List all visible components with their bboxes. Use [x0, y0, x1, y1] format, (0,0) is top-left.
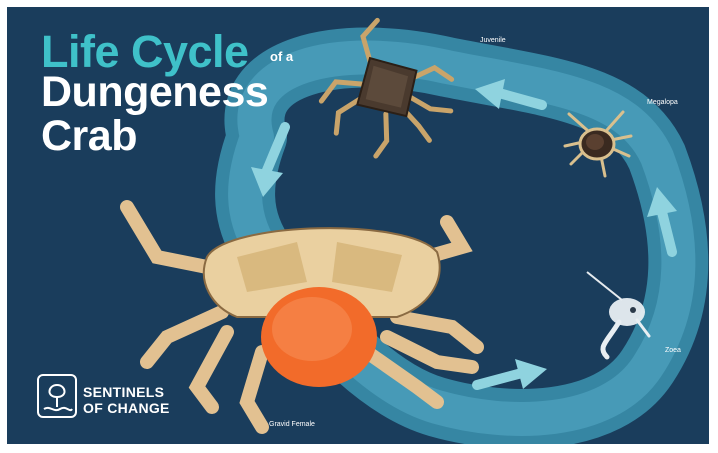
logo-text-line-1: SENTINELS: [83, 385, 164, 399]
stage-label-zoea: Zoea: [665, 347, 681, 354]
stage-label-gravid-female: Gravid Female: [269, 421, 315, 428]
title-line-2: Dungeness: [41, 70, 268, 114]
stage-label-megalopa: Megalopa: [647, 99, 678, 106]
stage-label-juvenile: Juvenile: [480, 37, 506, 44]
title-connector: of a: [270, 49, 293, 64]
sentinels-logo-icon: [38, 375, 76, 417]
arrow-right-bottom: [477, 359, 547, 389]
poster: Life Cycle of a Dungeness Crab Juvenile …: [7, 7, 709, 444]
gravid-female-crab: [127, 207, 477, 427]
logo-text-line-2: OF CHANGE: [83, 401, 170, 415]
title-line-3: Crab: [41, 114, 137, 158]
